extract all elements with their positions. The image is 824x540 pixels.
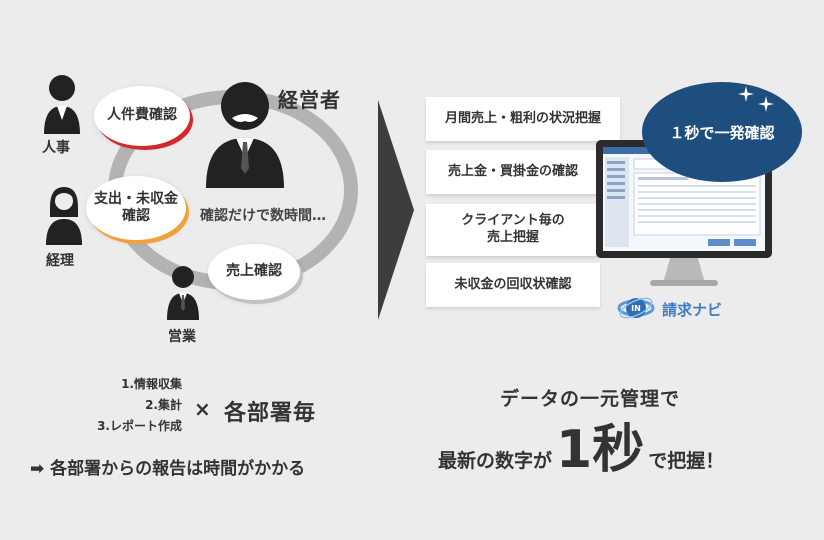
feature-client-sales: クライアント毎の 売上把握 bbox=[426, 204, 600, 256]
chevron-right-icon bbox=[378, 100, 414, 320]
step-3: 3.レポート作成 bbox=[97, 419, 182, 433]
accounting-person-icon bbox=[42, 183, 86, 249]
brand-logo-icon: IN bbox=[617, 293, 655, 327]
expense-bubble: 支出・未収金 確認 bbox=[86, 176, 186, 240]
personnel-cost-bubble: 人件費確認 bbox=[94, 86, 190, 146]
feature-receivables-text: 売上金・買掛金の確認 bbox=[447, 163, 578, 179]
feature-client-sales-line2: 売上把握 bbox=[486, 230, 539, 245]
sales-label: 営業 bbox=[168, 329, 196, 345]
personnel-cost-text: 人件費確認 bbox=[107, 107, 177, 124]
expense-text-line1: 支出・未収金 bbox=[94, 190, 178, 207]
sales-check-text: 売上確認 bbox=[226, 263, 282, 280]
executive-person-icon bbox=[202, 76, 288, 192]
each-dept-label: 各部署毎 bbox=[224, 401, 317, 426]
right-subline-before: 最新の数字が bbox=[438, 450, 553, 472]
step-1: 1.情報収集 bbox=[121, 377, 182, 391]
expense-text-line2: 確認 bbox=[122, 208, 150, 224]
sales-person-icon bbox=[165, 264, 201, 324]
times-symbol: × bbox=[194, 397, 211, 421]
feature-monthly-sales-text: 月間売上・粗利の状況把握 bbox=[444, 110, 601, 126]
feature-monthly-sales: 月間売上・粗利の状況把握 bbox=[426, 97, 620, 141]
right-subline-after: で把握！ bbox=[648, 450, 725, 472]
svg-text:IN: IN bbox=[631, 304, 641, 313]
center-note: 確認だけで数時間… bbox=[200, 208, 326, 224]
feature-collection: 未収金の回収状確認 bbox=[426, 263, 600, 307]
feature-receivables: 売上金・買掛金の確認 bbox=[426, 150, 600, 194]
sparkle-icon bbox=[738, 86, 778, 118]
feature-client-sales-line1: クライアント毎の bbox=[461, 213, 565, 229]
right-subline-big: 1秒 bbox=[556, 420, 645, 480]
accounting-label: 経理 bbox=[46, 253, 74, 269]
hr-label: 人事 bbox=[42, 140, 70, 156]
executive-label: 経営者 bbox=[278, 88, 341, 112]
one-second-badge: １秒で一発確認 bbox=[642, 82, 802, 182]
one-second-badge-text: １秒で一発確認 bbox=[669, 123, 775, 142]
brand-name: 請求ナビ bbox=[662, 301, 723, 319]
sales-check-bubble: 売上確認 bbox=[208, 244, 300, 300]
hr-person-icon bbox=[40, 72, 84, 138]
feature-collection-text: 未収金の回収状確認 bbox=[454, 276, 572, 292]
step-2: 2.集計 bbox=[145, 398, 182, 412]
right-subline: 最新の数字が 1秒 で把握！ bbox=[438, 424, 724, 476]
conclusion-text: ➡ 各部署からの報告は時間がかかる bbox=[30, 459, 306, 479]
steps-list: 1.情報収集 2.集計 3.レポート作成 bbox=[60, 374, 182, 437]
right-headline: データの一元管理で bbox=[500, 388, 681, 410]
